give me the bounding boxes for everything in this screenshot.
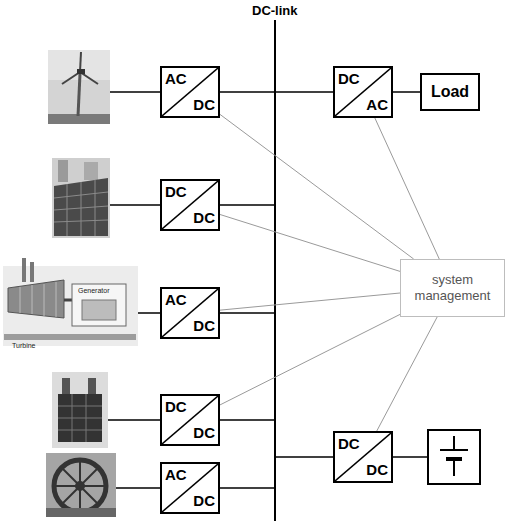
converter-label: DC — [193, 318, 215, 334]
converter-label: DC — [193, 493, 215, 509]
converter-box: DC DC — [333, 431, 393, 483]
converter-box: DC AC — [333, 66, 393, 118]
part-label: Turbine — [12, 342, 35, 349]
converter-label: AC — [366, 97, 388, 113]
control-line — [220, 114, 414, 259]
load-box: Load — [420, 73, 480, 111]
converter-box: AC DC — [160, 66, 220, 118]
converter-label: DC — [165, 399, 187, 415]
bus-label: DC-link — [252, 3, 298, 18]
converter-label: DC — [338, 71, 360, 87]
control-line — [375, 118, 439, 259]
solar-panel-picture — [52, 158, 110, 238]
water-wheel-picture — [46, 453, 116, 517]
fuel-cell-picture — [52, 372, 108, 448]
converter-label: AC — [165, 467, 187, 483]
power-line — [393, 91, 420, 93]
wind-turbine-picture — [48, 50, 110, 124]
converter-label: AC — [165, 292, 187, 308]
turbine-generator-picture — [3, 258, 138, 346]
control-line — [220, 314, 400, 405]
converter-label: DC — [193, 97, 215, 113]
box-label: system management — [407, 272, 498, 304]
converter-label: DC — [165, 184, 187, 200]
control-line — [220, 214, 400, 271]
control-line — [377, 317, 437, 431]
converter-box: AC DC — [160, 462, 220, 514]
converter-label: DC — [193, 210, 215, 226]
converter-box: DC DC — [160, 179, 220, 231]
part-label: Generator — [78, 287, 110, 294]
converter-label: DC — [366, 462, 388, 478]
converter-label: AC — [165, 71, 187, 87]
battery-symbol — [428, 430, 480, 484]
converter-box: DC DC — [160, 394, 220, 446]
converter-box: AC DC — [160, 287, 220, 339]
box-label: Load — [431, 83, 469, 101]
management-box: system management — [400, 259, 505, 317]
control-line — [220, 293, 400, 310]
dc-bus — [274, 20, 276, 521]
bus-wires — [108, 92, 428, 488]
converter-label: DC — [338, 436, 360, 452]
converter-label: DC — [193, 425, 215, 441]
